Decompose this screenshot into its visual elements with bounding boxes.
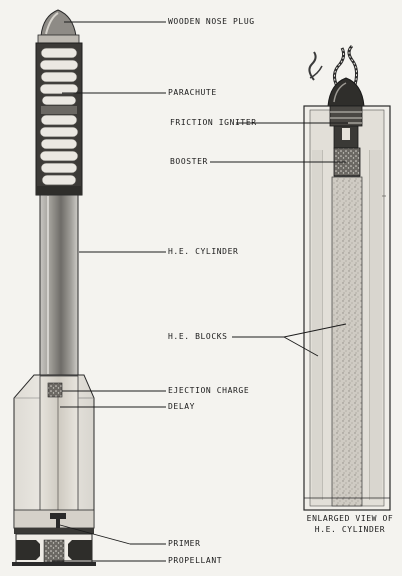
- parachute-coils: [39, 47, 79, 186]
- caption-line-1: ENLARGED VIEW OF: [306, 514, 394, 523]
- label-he-blocks: H.E. BLOCKS: [168, 332, 228, 341]
- ejection-charge-shape: [47, 382, 63, 398]
- label-propellant: PROPELLANT: [168, 556, 223, 565]
- label-he-cylinder: H.E. CYLINDER: [168, 247, 239, 256]
- label-delay: DELAY: [168, 402, 196, 411]
- he-block-left: [312, 150, 322, 500]
- label-ejection-charge: EJECTION CHARGE: [168, 386, 250, 395]
- label-parachute: PARACHUTE: [168, 88, 217, 97]
- label-booster: BOOSTER: [170, 157, 208, 166]
- friction-igniter-cap: [327, 77, 365, 107]
- he-cylinder-tube: [39, 194, 79, 376]
- nose-plug-shape: [40, 9, 77, 37]
- rocket-cutaway: [12, 9, 96, 566]
- label-wooden-nose-plug: WOODEN NOSE PLUG: [168, 17, 255, 26]
- caption-line-2: H.E. CYLINDER: [314, 525, 386, 534]
- he-block-right: [370, 150, 382, 500]
- label-primer: PRIMER: [168, 539, 201, 548]
- he-main-charge: [331, 176, 363, 507]
- label-friction-igniter: FRICTION IGNITER: [170, 118, 257, 127]
- enlarged-he-cylinder: [303, 44, 391, 511]
- propellant-grain: [43, 539, 65, 563]
- leader-lines: [52, 21, 348, 562]
